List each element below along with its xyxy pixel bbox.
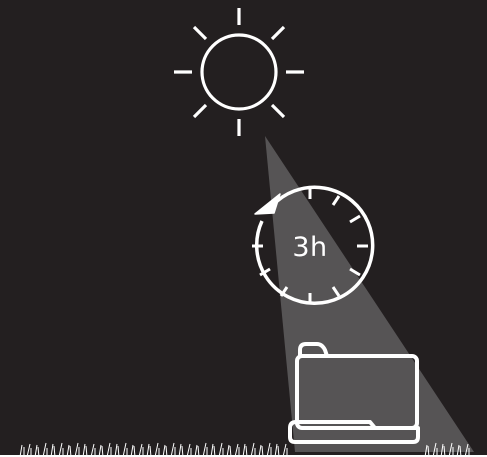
sun-icon: [174, 8, 304, 136]
duration-label: 3h: [270, 228, 350, 268]
